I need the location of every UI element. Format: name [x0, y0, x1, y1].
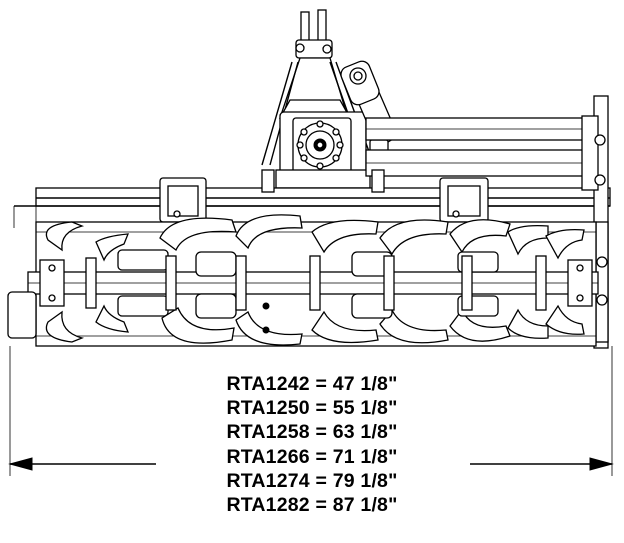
arrow-right-icon [589, 457, 614, 471]
model-width-rta1282: RTA1282 = 87 1/8" [226, 494, 398, 517]
model-name: RTA1282 [226, 494, 310, 517]
model-width: 87 1/8" [332, 494, 398, 517]
model-width: 63 1/8" [332, 421, 398, 444]
model-width-rta1274: RTA1274 = 79 1/8" [226, 469, 398, 492]
model-width-rta1266: RTA1266 = 71 1/8" [226, 445, 398, 468]
model-width: 79 1/8" [332, 469, 398, 492]
model-name: RTA1274 [226, 469, 310, 492]
model-width-list: RTA1242 = 47 1/8" RTA1250 = 55 1/8" RTA1… [150, 372, 474, 517]
model-name: RTA1258 [226, 421, 310, 444]
model-width: 55 1/8" [332, 397, 398, 420]
arrow-left-icon [8, 457, 33, 471]
model-name: RTA1242 [226, 373, 310, 395]
model-width-rta1250: RTA1250 = 55 1/8" [226, 397, 398, 420]
model-width-rta1258: RTA1258 = 63 1/8" [226, 421, 398, 444]
model-name: RTA1266 [226, 445, 310, 468]
model-width-rta1242: RTA1242 = 47 1/8" [226, 373, 398, 395]
overall-width-dimension [8, 346, 614, 476]
model-name: RTA1250 [226, 397, 310, 420]
beam-brackets [159, 169, 489, 223]
model-width: 71 1/8" [332, 445, 398, 468]
tiller-tines [45, 214, 585, 346]
model-width: 47 1/8" [332, 373, 398, 395]
gearbox [275, 111, 371, 189]
